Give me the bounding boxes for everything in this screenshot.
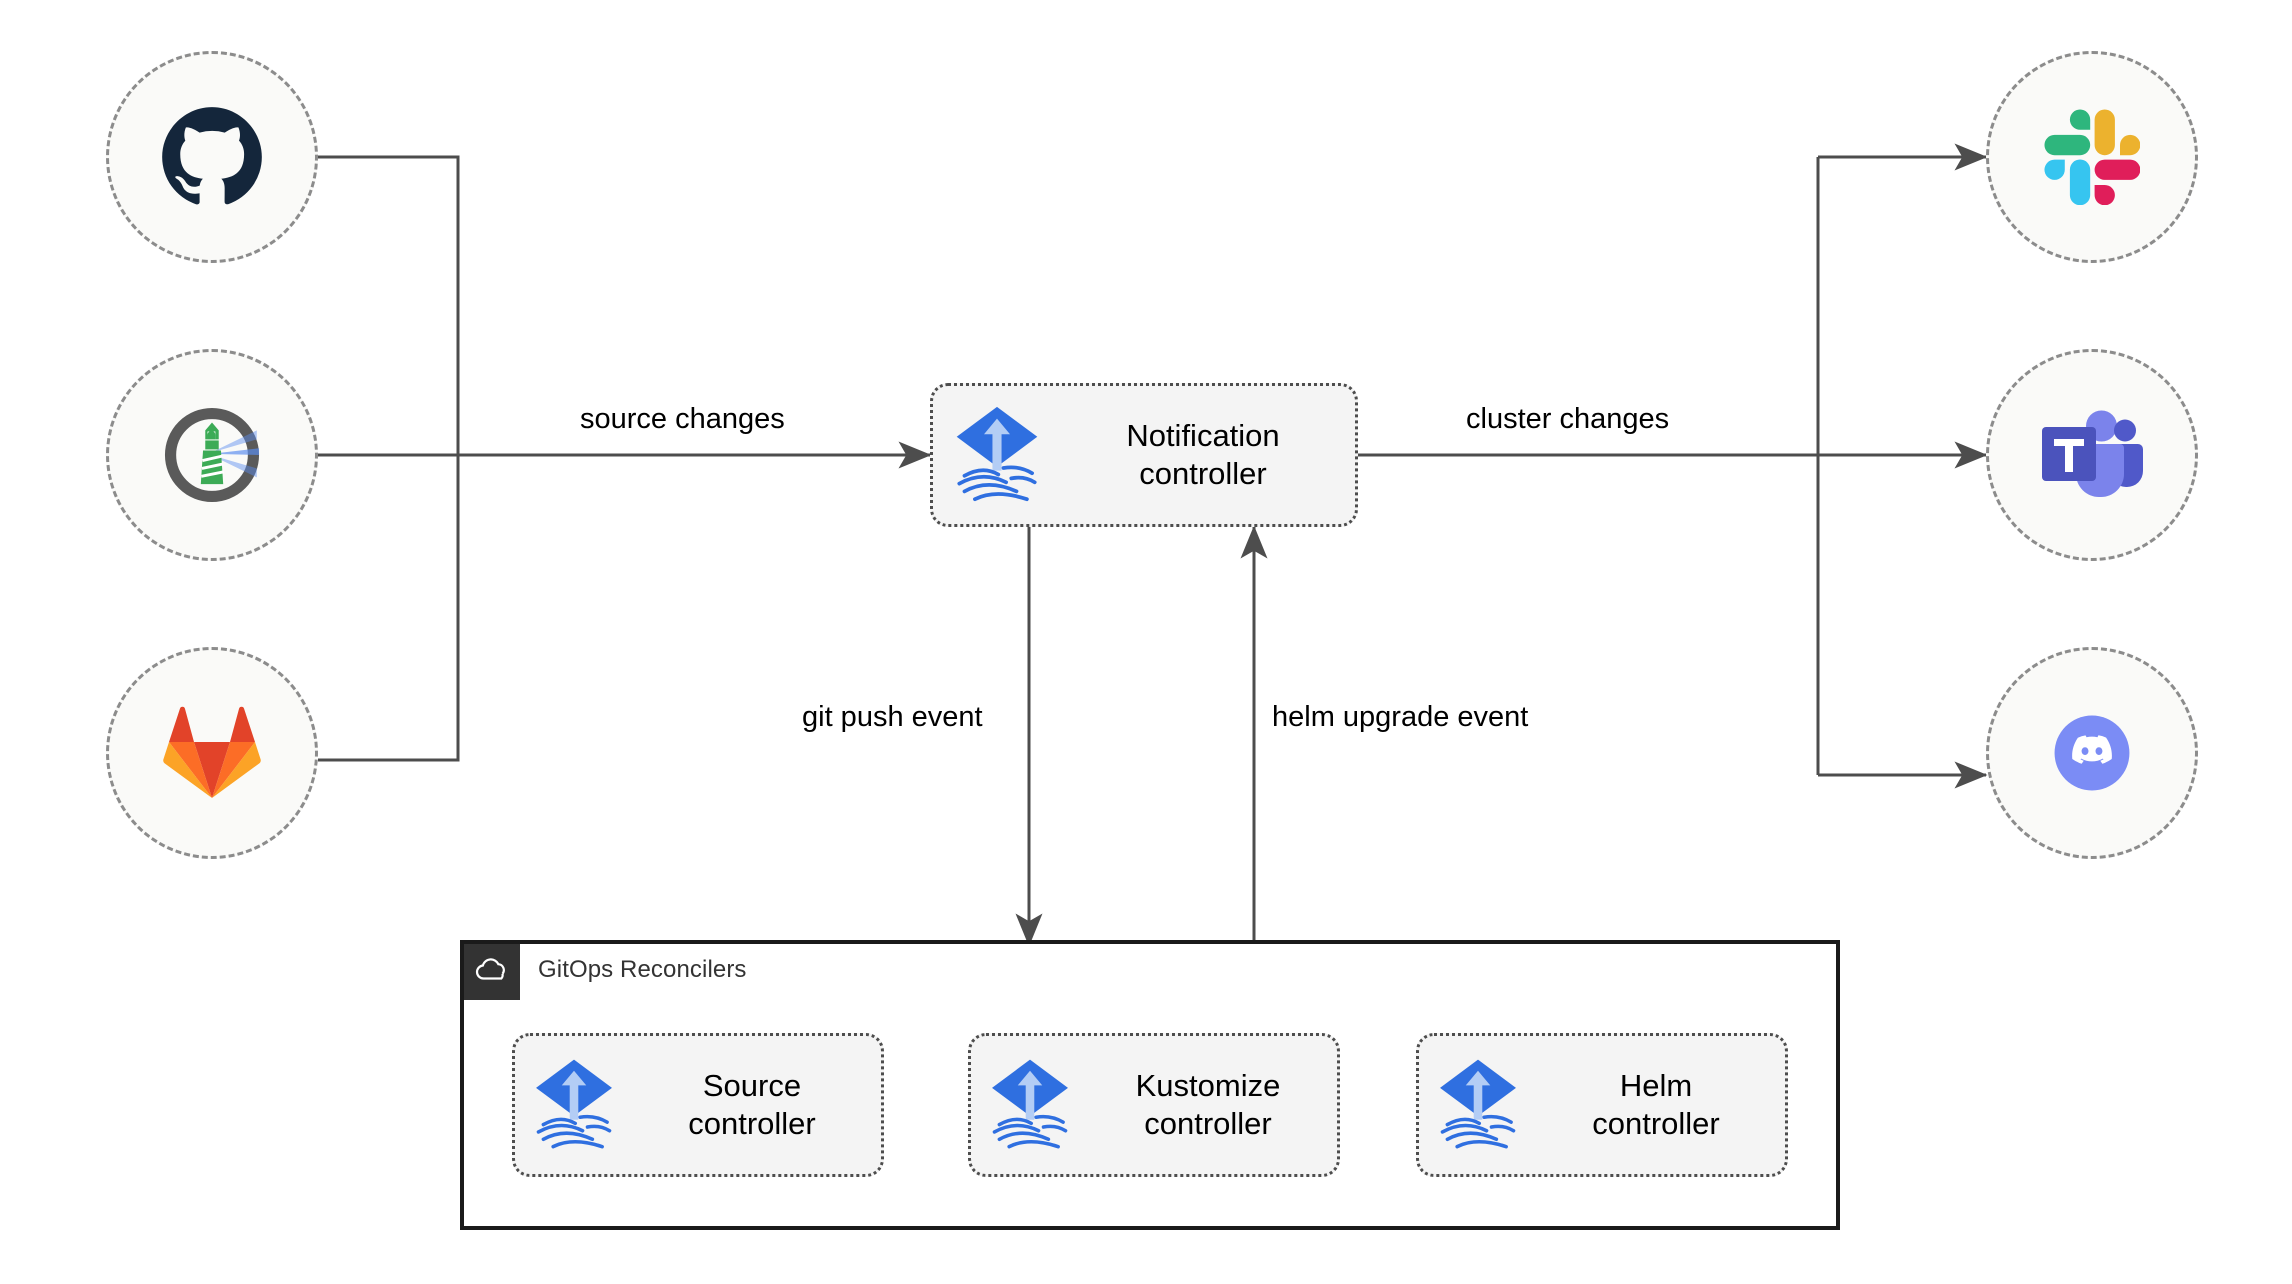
node-source-controller-label: Source controller [688,1068,816,1141]
node-notification-controller[interactable]: Notification controller [930,383,1358,527]
node-helm-controller-label: Helm controller [1592,1068,1720,1141]
source-endpoint-flux[interactable] [106,349,318,561]
node-kustomize-controller-label: Kustomize controller [1135,1068,1281,1141]
flux-lighthouse-icon [156,399,268,511]
destination-endpoint-slack[interactable] [1986,51,2198,263]
flux-controller-icon [1419,1056,1537,1154]
discord-icon [2040,701,2144,805]
github-icon [160,105,264,209]
destination-endpoint-teams[interactable] [1986,349,2198,561]
microsoft-teams-icon [2040,406,2144,504]
flux-controller-icon [933,403,1061,507]
flux-controller-icon [971,1056,1089,1154]
source-endpoint-gitlab[interactable] [106,647,318,859]
gitlab-icon [162,705,262,801]
cloud-icon [475,957,509,987]
source-endpoint-github[interactable] [106,51,318,263]
node-notification-controller-label: Notification controller [1126,418,1280,491]
flux-controller-icon [515,1056,633,1154]
edge-label-cluster-changes: cluster changes [1466,403,1670,435]
node-helm-controller[interactable]: Helm controller [1416,1033,1788,1177]
group-tab [464,944,520,1000]
edge-label-git-push-event: git push event [802,701,983,733]
edge-label-helm-upgrade-event: helm upgrade event [1272,701,1529,733]
edge-label-source-changes: source changes [580,403,785,435]
edge-github-to-bus [318,155,460,455]
group-title: GitOps Reconcilers [538,956,747,983]
edge-gitlab-to-bus [318,455,460,762]
node-kustomize-controller[interactable]: Kustomize controller [968,1033,1340,1177]
destination-endpoint-discord[interactable] [1986,647,2198,859]
node-source-controller[interactable]: Source controller [512,1033,884,1177]
slack-icon [2044,109,2140,205]
